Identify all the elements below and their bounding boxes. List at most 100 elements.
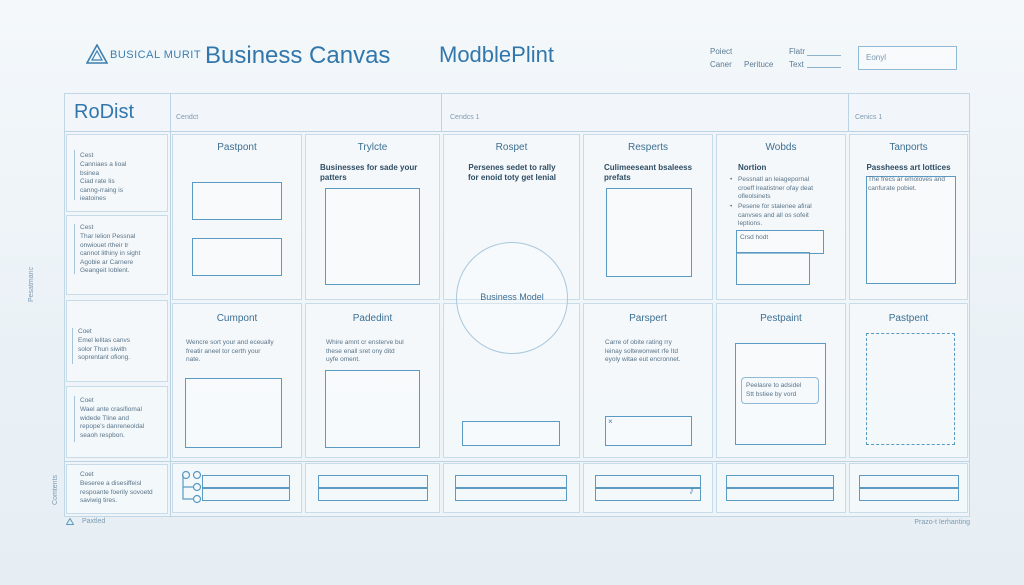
side-note-text: Beseree a disesiffeisl respoante foerily… [80,480,153,504]
note-bracket [74,224,75,274]
bullet-text: Pesene for stalenee afiral canvses and a… [738,203,812,227]
list-row[interactable] [859,488,959,501]
placeholder-box[interactable] [185,378,282,448]
connector-icon [180,469,202,505]
side-note [66,134,168,212]
page-subtitle: ModblePlint [439,42,554,67]
list-row[interactable] [202,475,290,488]
list-row[interactable] [726,475,834,488]
block-heading: Businesses for sade your patters [320,163,418,182]
block-title: Tanports [889,142,928,153]
block-heading: Passheess art lottices [866,163,951,172]
section-header-label: Cendct [176,114,199,121]
panel-title: RoDist [74,101,135,123]
block-title: Resperts [627,142,668,153]
placeholder-box[interactable] [736,230,824,254]
block-title: Padedint [352,313,393,324]
meta-label: Perituce [744,60,774,69]
placeholder-box[interactable] [325,370,420,448]
meta-label: Flatr [789,47,805,56]
side-note-head: Coet [80,471,94,478]
list-row[interactable] [859,475,959,488]
block-title: Pastpont [217,142,257,153]
logo: BUSICAL MURIT [86,44,201,70]
side-note [66,215,168,295]
header-meta: Poiect Flatr Caner Perituce Text [705,47,845,73]
list-row[interactable] [202,488,290,501]
block-cell [849,134,968,300]
placeholder-box[interactable] [192,238,282,276]
section-header-label: Cendcs 1 [450,114,480,121]
divider [170,93,171,517]
placeholder-box[interactable] [866,176,956,284]
placeholder-box[interactable] [192,182,282,220]
side-note-text: Thar lelion Pessnal onwiouet rtheir tr c… [80,233,141,274]
triangle-logo-icon [65,517,75,525]
block-title: Rospet [495,142,528,153]
block-desc: The frecs ar emoloves and canfurate pobi… [868,176,945,192]
side-label: Comtents [52,475,59,505]
block-cell [305,303,440,458]
resize-icon[interactable]: ⫽ [690,487,694,496]
note-bracket [72,328,73,364]
side-note [66,300,168,382]
side-note-head: Coet [80,397,94,404]
center-label: Business Model [480,292,544,302]
close-icon[interactable]: × [608,417,613,426]
header-input-placeholder: Eonyl [866,53,887,62]
side-note-head: Cest [80,224,94,231]
bullet-text: Pessnatl an leiagepornal croeff lreatist… [738,176,814,200]
divider [64,131,970,132]
note-chip[interactable] [741,377,819,404]
placeholder-box[interactable] [462,421,560,446]
dashed-drop-zone[interactable] [866,333,955,445]
block-cell [172,134,302,300]
block-heading: Culimeeseant bsaleess prefats [604,163,693,182]
block-desc: Wencre sort your and eceually freatir an… [186,339,274,363]
meta-line [807,55,841,56]
divider [441,93,442,131]
footer-left: Paxtled [65,517,106,526]
block-title: Pestpaint [760,313,802,324]
placeholder-box[interactable] [605,416,692,446]
block-desc: Whire amnt cr ensterve bul these enall s… [326,339,404,363]
placeholder-box[interactable] [325,188,420,285]
side-note [66,386,168,458]
side-note-head: Cest [80,152,94,159]
list-row[interactable] [595,488,701,501]
bullet-marker: • [730,176,733,183]
meta-line [807,67,841,68]
box-label: Crsd hodt [740,234,769,241]
bullet-marker: • [730,203,733,210]
list-row[interactable] [455,475,567,488]
block-title: Pastpent [888,313,929,324]
list-row[interactable] [726,488,834,501]
placeholder-box[interactable] [736,252,810,285]
header-input-field[interactable]: Eonyl [858,46,957,70]
note-bracket [74,396,75,442]
section-header-label: Cenics 1 [855,114,883,121]
block-cell [716,134,846,300]
footer-left-text: Paxtled [81,518,106,526]
meta-label: Caner [710,60,732,69]
block-cell [172,303,302,458]
block-title: Trylcte [357,142,388,153]
block-title: Cumpont [216,313,258,324]
logo-text: BUSICAL MURIT [110,49,202,61]
list-row[interactable] [595,475,701,488]
divider [848,93,849,131]
list-row[interactable] [318,475,428,488]
block-desc: Carre of obite rating rry leinay soltewo… [605,339,681,363]
block-title: Parspert [629,313,667,324]
business-model-circle[interactable] [456,242,568,354]
block-title: Wobds [765,142,797,153]
block-heading: Persenes sedet to rally for enoid toty g… [467,163,556,182]
list-row[interactable] [455,488,567,501]
side-note-text: Wael ante crasifiomal widede Tline and r… [80,406,145,439]
footer-right: Prazo-t Ierhanting [914,519,970,526]
list-row[interactable] [318,488,428,501]
divider [64,461,970,462]
side-note [66,464,168,514]
note-bracket [74,150,75,200]
placeholder-box[interactable] [606,188,692,277]
